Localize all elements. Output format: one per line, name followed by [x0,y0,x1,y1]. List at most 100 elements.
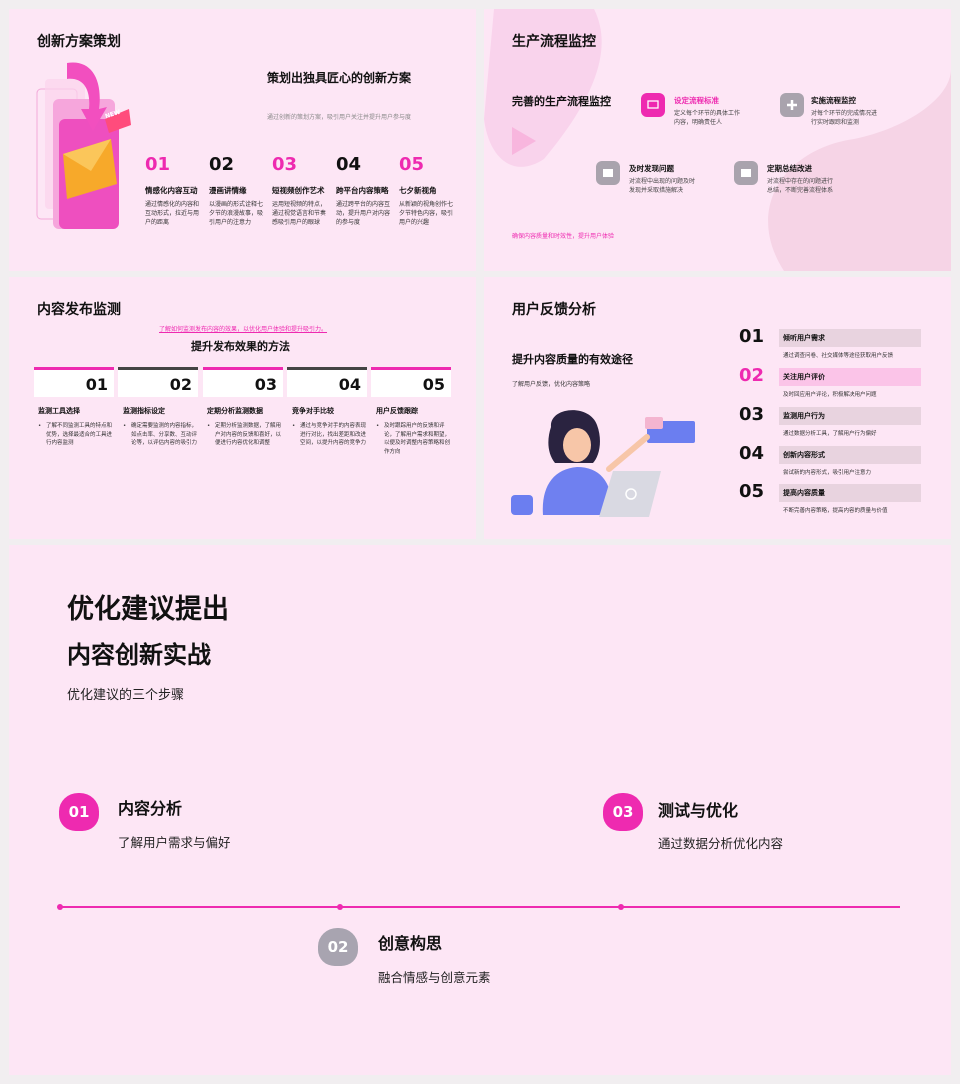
plus-icon [780,93,804,117]
plan-item: 02 漫画讲情缘 以漫画的形式诠释七夕节的浪漫故事，吸引用户的注意力 [209,154,267,227]
item-desc: 以漫画的形式诠释七夕节的浪漫故事，吸引用户的注意力 [209,201,264,226]
row-desc: 尝试新的内容形式，吸引用户注意力 [783,470,872,476]
item-title: 漫画讲情缘 [209,186,247,195]
method-title: 监测指标设定 [123,407,165,415]
process-item-desc: 对流程中出现的问题及时发现并采取措施解决 [629,178,696,194]
method-card: 02 [118,367,198,397]
plan-item: 03 短视频创作艺术 运用短视频的特点，通过视觉语言和节奏感吸引用户的眼球 [272,154,330,227]
row-desc: 及时回应用户评论，积极解决用户问题 [783,392,877,398]
row-title: 创新内容形式 [779,446,921,464]
plan-item: 01 情感化内容互动 通过情感化的内容和互动形式，拉近与用户的距离 [145,154,203,227]
item-desc: 从新颖的视角创作七夕节特色内容，吸引用户的兴趣 [399,201,454,226]
process-item-title: 实施流程监控 [811,96,856,105]
item-title: 七夕新视角 [399,186,437,195]
item-title: 跨平台内容策略 [336,186,389,195]
step-desc: 通过数据分析优化内容 [658,836,784,851]
process-item-desc: 定义每个环节的具体工作内容，明确责任人 [674,110,741,126]
process-item-title: 及时发现问题 [629,164,674,173]
row-desc: 通过数据分析工具，了解用户行为偏好 [783,431,877,437]
background-shapes [484,9,951,271]
slide-title: 内容发布监测 [37,302,121,318]
step-desc: 了解用户需求与偏好 [118,835,231,850]
card-number: 01 [85,375,108,394]
method-card: 01 [34,367,114,397]
slide-intro: 优化建议的三个步骤 [67,688,185,703]
slide-footer: 确保内容质量和时效性，提升用户体验 [512,233,615,240]
row-title: 关注用户评价 [779,368,921,386]
row-title: 倾听用户需求 [779,329,921,347]
item-title: 短视频创作艺术 [272,186,325,195]
intro-link[interactable]: 了解如何监测发布内容的效果，以优化用户体验和提升吸引力。 [159,326,328,333]
item-desc: 运用短视频的特点，通过视觉语言和节奏感吸引用户的眼球 [272,201,327,226]
row-desc: 通过调查问卷、社交媒体等途径获取用户反馈 [783,353,894,359]
timeline-line [60,906,900,908]
row-number: 04 [739,443,765,464]
step-title: 创意构思 [378,934,443,953]
process-item-desc: 对每个环节的完成情况进行实时跟踪和监测 [811,110,878,126]
slide-user-feedback[interactable]: 用户反馈分析 提升内容质量的有效途径 了解用户反馈，优化内容策略 01 倾听用户… [484,277,951,539]
slide-headline: 提升内容质量的有效途径 [512,353,633,366]
slide-subtitle: 内容创新实战 [67,641,211,669]
card-number: 05 [422,375,445,394]
method-card: 05 [371,367,451,397]
monitor-icon [641,93,665,117]
method-desc: 及时跟踪用户的反馈和评论，了解用户需求和期望，以便及时调整内容策略和创作方向 [376,422,452,456]
envelope-illustration [31,59,141,234]
method-desc: 定期分析监测数据，了解用户对内容的反馈和喜好，以便进行内容优化和调整 [207,422,283,448]
method-title: 用户反馈跟踪 [376,407,418,415]
row-title: 提高内容质量 [779,484,921,502]
item-number: 04 [336,154,362,175]
person-laptop-illustration [511,410,695,517]
item-number: 05 [399,154,425,175]
row-desc: 不断完善内容策略，提高内容的质量与价值 [783,508,888,514]
process-item-title: 定期总结改进 [767,164,812,173]
slide-title: 创新方案策划 [37,34,121,50]
card-number: 02 [169,375,192,394]
card-number: 04 [338,375,361,394]
step-title: 测试与优化 [658,801,739,820]
timeline-dot [618,904,624,910]
slide-title: 用户反馈分析 [512,302,596,318]
slide-production-monitoring[interactable]: 生产流程监控 完善的生产流程监控 设定流程标准 定义每个环节的具体工作内容，明确… [484,9,951,271]
item-number: 01 [145,154,171,175]
plan-item: 05 七夕新视角 从新颖的视角创作七夕节特色内容，吸引用户的兴趣 [399,154,457,227]
row-number: 05 [739,481,765,502]
step-badge: 02 [318,928,358,966]
slide-subtitle: 通过创新的策划方案，吸引用户关注并提升用户参与度 [267,114,412,121]
grid-icon [734,161,758,185]
item-number: 02 [209,154,235,175]
slide-headline: 策划出独具匠心的创新方案 [267,71,412,85]
slide-innovation-planning[interactable]: 创新方案策划 策划出独具匠心的创新方案 通过创新的策划方案，吸引用户关注并提升用… [9,9,476,271]
step-title: 内容分析 [118,799,183,818]
slide-optimization[interactable]: 优化建议提出 内容创新实战 优化建议的三个步骤 01 内容分析 了解用户需求与偏… [9,545,951,1075]
card-number: 03 [254,375,277,394]
method-card: 04 [287,367,367,397]
row-number: 01 [739,326,765,347]
step-badge: 03 [603,793,643,831]
method-desc: 通过与竞争对手的内容表现进行对比，找出差距和改进空间，以提升内容的竞争力 [292,422,368,448]
method-card: 03 [203,367,283,397]
item-desc: 通过跨平台的内容互动，提升用户对内容的参与度 [336,201,391,226]
slide-subtitle: 了解用户反馈，优化内容策略 [512,381,591,388]
slide-title: 优化建议提出 [67,594,229,625]
slide-headline: 完善的生产流程监控 [512,95,611,108]
method-desc: 了解不同监测工具的特点和优势，选择最适合的工具进行内容监测 [38,422,114,448]
item-number: 03 [272,154,298,175]
step-badge: 01 [59,793,99,831]
process-item-title: 设定流程标准 [674,96,719,105]
method-title: 竞争对手比较 [292,407,334,415]
row-number: 02 [739,365,765,386]
timeline-dot [337,904,343,910]
slide-title: 生产流程监控 [512,34,596,50]
slide-publish-monitoring[interactable]: 内容发布监测 了解如何监测发布内容的效果，以优化用户体验和提升吸引力。 提升发布… [9,277,476,539]
list-icon [596,161,620,185]
process-item-desc: 对流程中存在的问题进行总结，不断完善流程体系 [767,178,834,194]
item-desc: 通过情感化的内容和互动形式，拉近与用户的距离 [145,201,200,226]
method-title: 定期分析监测数据 [207,407,263,415]
slide-headline: 提升发布效果的方法 [191,340,290,353]
item-title: 情感化内容互动 [145,186,198,195]
row-number: 03 [739,404,765,425]
step-desc: 融合情感与创意元素 [378,970,491,985]
plan-item: 04 跨平台内容策略 通过跨平台的内容互动，提升用户对内容的参与度 [336,154,394,227]
method-desc: 确定需要监测的内容指标，如点击率、分享数、互动评论等，以评估内容的吸引力 [123,422,199,448]
